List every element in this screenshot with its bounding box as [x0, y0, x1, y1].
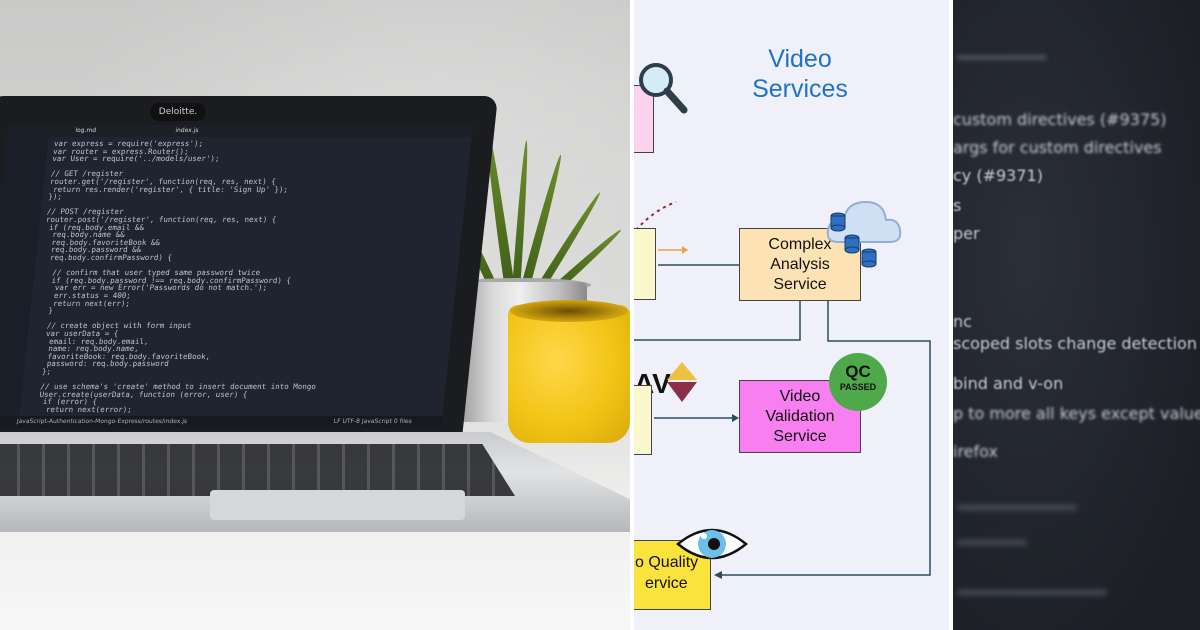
changelog-line: nc: [953, 312, 972, 331]
changelog-line: cy (#9371): [953, 166, 1043, 185]
code-line: req.body.confirmPassword) {: [49, 253, 173, 262]
blurred-line: [957, 505, 1077, 510]
box-label: Service: [773, 428, 827, 445]
panel-separator: [630, 0, 634, 630]
editor-tabbar: log.md index.js: [6, 125, 473, 137]
box-label: Complex: [768, 236, 832, 253]
changelog-line: bind and v-on: [953, 374, 1064, 393]
box-label: o Quality: [635, 554, 699, 571]
box-label: ervice: [645, 575, 688, 592]
code-line: });: [47, 192, 63, 202]
blurred-line: [957, 540, 1027, 545]
left-partial-box: [634, 228, 656, 300]
code-line: };: [41, 367, 52, 376]
yellow-mug: [508, 305, 630, 443]
magnifier-icon: [639, 63, 688, 114]
dotted-arc: [635, 201, 677, 231]
video-validation-service-box: Video Validation Service: [739, 380, 861, 453]
arrowhead: [714, 571, 722, 579]
blurred-changelog-photo: custom directives (#9375) args for custom…: [953, 0, 1200, 630]
left-partial-box: [634, 385, 652, 455]
connector: [722, 301, 931, 576]
trackpad: [210, 490, 465, 520]
editor-tab[interactable]: index.js: [174, 127, 199, 134]
changelog-line: s: [953, 196, 962, 215]
award-icon: [667, 362, 697, 402]
status-path: JavaScript-Authentication-Mongo-Express/…: [16, 418, 188, 425]
mug-opening: [510, 300, 628, 322]
diagram-title: Video Services: [730, 44, 870, 104]
blurred-line: [957, 590, 1107, 595]
changelog-line: irefox: [953, 442, 998, 461]
code-line: var User = require('../models/user');: [51, 154, 220, 164]
code-line: }: [47, 306, 54, 316]
editor-tab[interactable]: log.md: [74, 127, 97, 134]
badge-sub-label: PASSED: [839, 382, 877, 392]
cloud-database-icon: [826, 200, 902, 268]
box-label: Analysis: [770, 256, 830, 273]
qc-passed-badge: QC PASSED: [829, 353, 887, 411]
editor-statusbar: JavaScript-Authentication-Mongo-Express/…: [0, 416, 443, 428]
title-line: Video: [768, 45, 832, 73]
code-line: password: req.body.password: [46, 359, 170, 369]
keyboard: [0, 444, 515, 496]
changelog-line: per: [953, 224, 980, 243]
laptop-brand: Deloitte.: [150, 103, 206, 121]
blurred-line: [957, 55, 1047, 60]
video-services-diagram: Video Services Complex Analysis Service: [634, 0, 949, 630]
title-line: Services: [752, 75, 848, 103]
eye-icon: [676, 528, 748, 560]
panel-separator: [949, 0, 953, 630]
arrowhead: [732, 414, 739, 422]
badge-main-label: QC: [845, 362, 871, 381]
code-line: return res.render('register', { title: '…: [52, 184, 289, 194]
box-label: Service: [773, 276, 827, 293]
changelog-line: args for custom directives: [953, 138, 1162, 157]
box-label: Video: [779, 388, 821, 405]
connector: [634, 301, 801, 341]
changelog-line: scoped slots change detection a: [953, 334, 1200, 353]
box-label: Validation: [765, 408, 835, 425]
changelog-line: p to more all keys except value: [953, 404, 1200, 423]
arrowhead: [682, 246, 688, 254]
dark-background: [953, 0, 1200, 630]
code-line: return next(error);: [45, 405, 133, 414]
status-right: LF UTF-8 JavaScript 0 files: [333, 418, 413, 425]
laptop-photo: Deloitte. log.md index.js var express = …: [0, 0, 630, 630]
changelog-line: custom directives (#9375): [953, 110, 1167, 129]
code-line: return next(err);: [52, 298, 131, 308]
laptop-screen: log.md index.js var express = require('e…: [0, 125, 473, 428]
